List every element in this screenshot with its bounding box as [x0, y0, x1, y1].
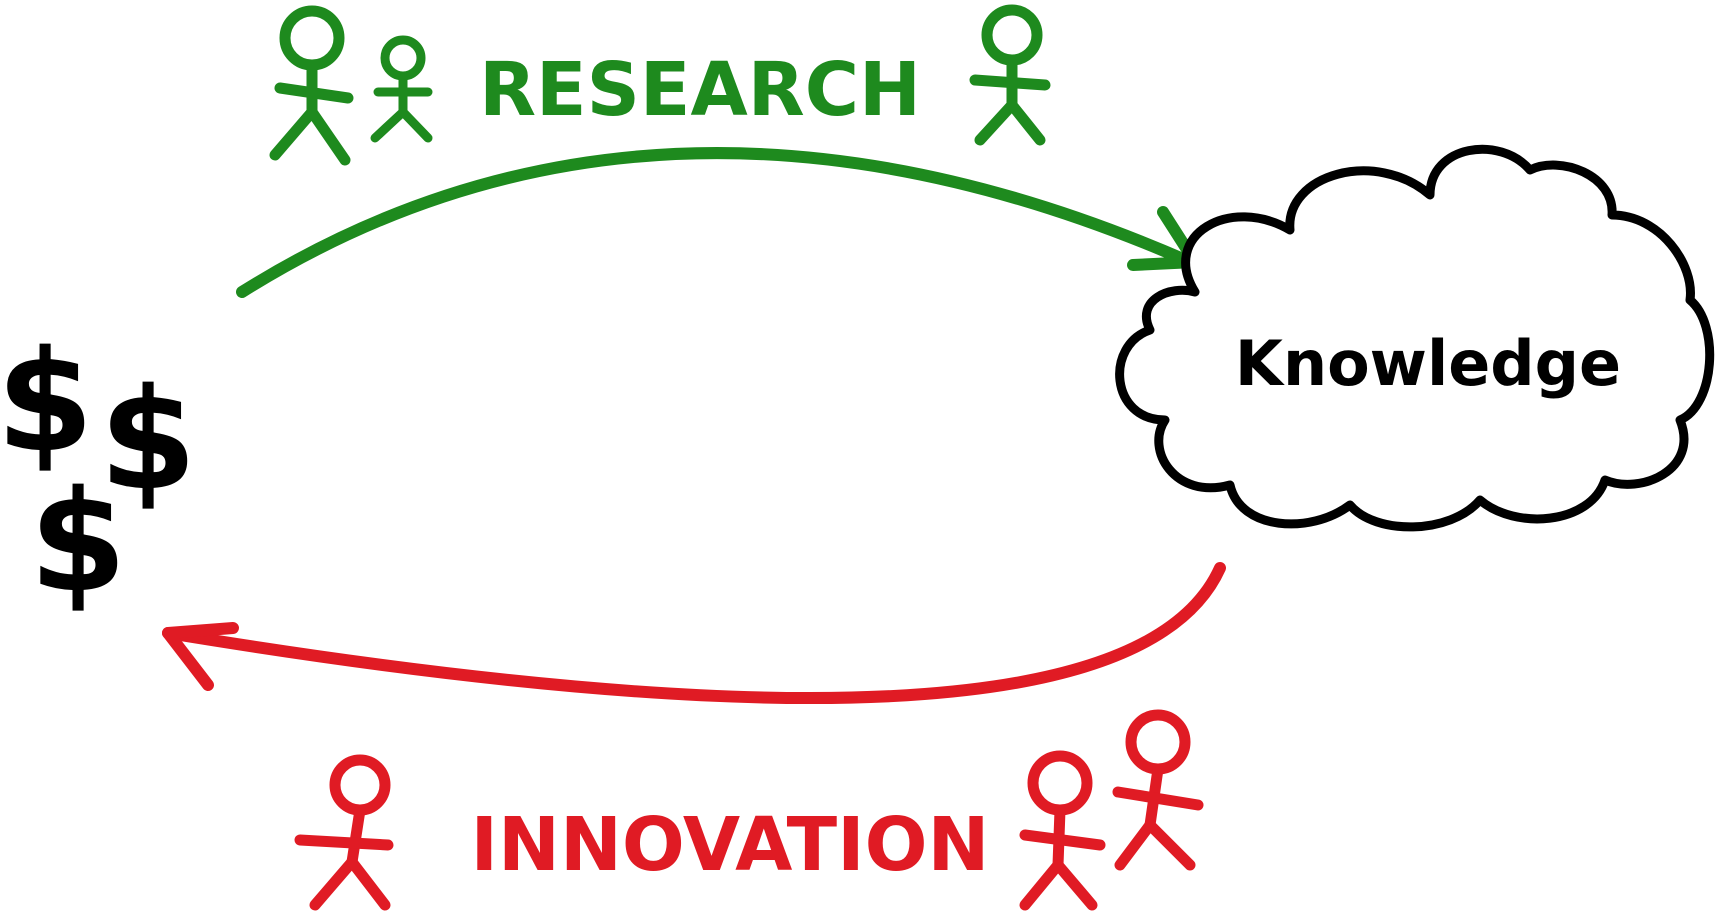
researcher-figure-right	[969, 4, 1051, 146]
knowledge-cloud: Knowledge	[1115, 144, 1715, 532]
money-symbols: $ $ $	[0, 321, 197, 624]
dollar-sign-1: $	[0, 321, 94, 484]
innovation-arrow	[162, 562, 1226, 704]
innovator-figure-middle	[1019, 750, 1106, 911]
innovator-figures	[294, 709, 1204, 911]
innovation-arrow-curve	[162, 562, 1226, 704]
innovation-arrow-head	[162, 622, 239, 691]
innovation-label: INNOVATION	[471, 802, 990, 888]
research-arrow-curve	[236, 147, 1196, 298]
innovator-figure-left	[294, 754, 394, 911]
knowledge-label: Knowledge	[1235, 327, 1621, 400]
cloud-outline	[1115, 144, 1715, 532]
researcher-figures	[269, 4, 1051, 166]
researcher-figure-large	[269, 5, 354, 166]
research-label: RESEARCH	[479, 47, 921, 133]
dollar-sign-2: $	[99, 359, 196, 522]
dollar-sign-3: $	[29, 461, 126, 624]
innovator-figure-right	[1112, 709, 1204, 871]
research-arrow	[236, 147, 1201, 298]
researcher-figure-small	[370, 35, 433, 143]
